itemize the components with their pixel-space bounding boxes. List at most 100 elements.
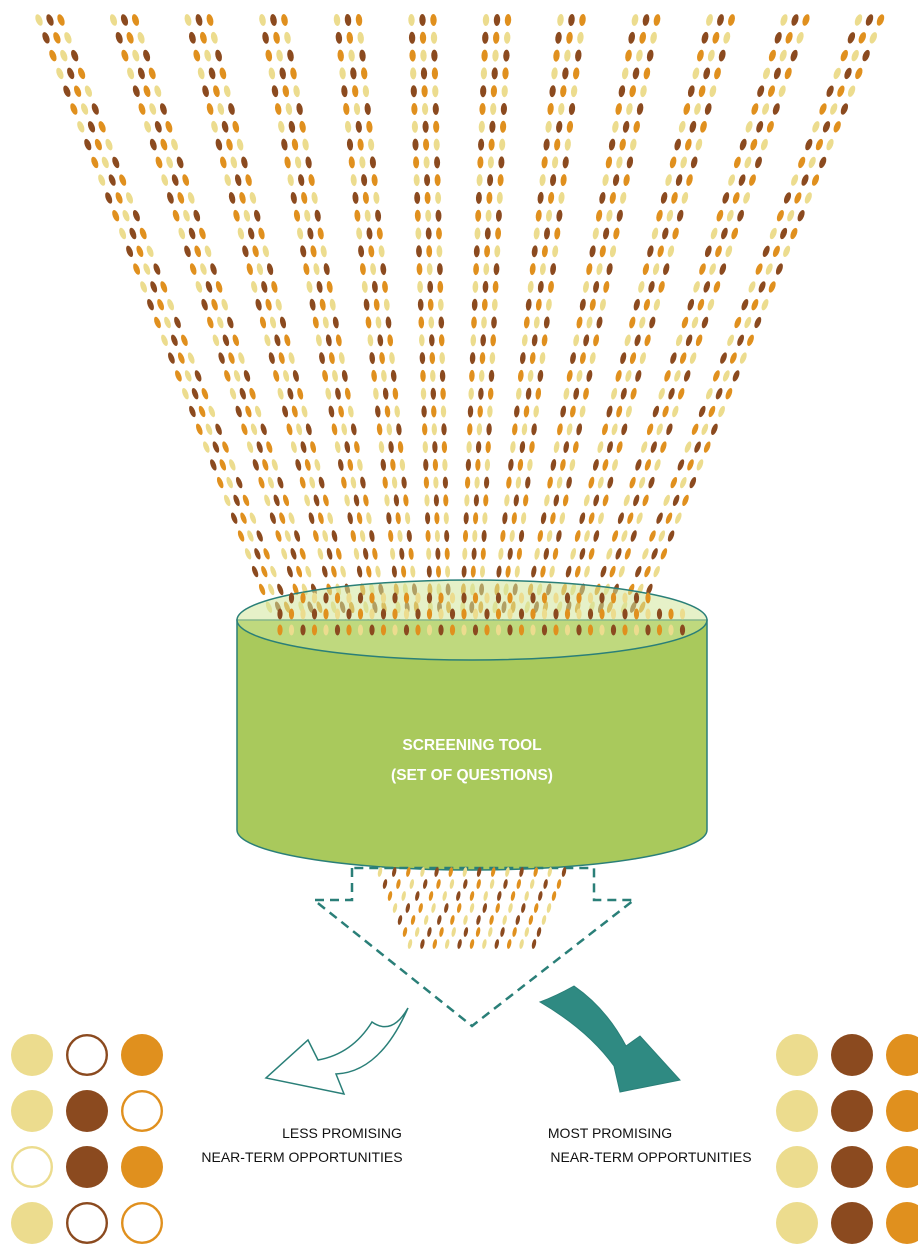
idea-dot (262, 547, 271, 560)
idea-dot (188, 227, 197, 240)
idea-dot (569, 352, 577, 365)
idea-dot (504, 494, 510, 506)
idea-dot (433, 459, 439, 471)
idea-dot (337, 49, 345, 62)
idea-dot (552, 547, 559, 560)
idea-dot (438, 316, 444, 328)
idea-dot (142, 262, 152, 275)
idea-dot (615, 103, 623, 116)
filtered-dot (528, 915, 534, 926)
filtered-dot (426, 927, 432, 938)
idea-dot (41, 31, 51, 44)
idea-dot (311, 191, 319, 204)
idea-dot (435, 192, 441, 204)
idea-dot (778, 49, 788, 62)
idea-dot (240, 156, 249, 169)
idea-dot (143, 120, 152, 133)
filtered-dot (541, 915, 547, 926)
filtered-dot (423, 915, 429, 926)
filtered-dot (481, 939, 487, 950)
idea-dot (176, 191, 185, 204)
idea-dot (223, 85, 232, 98)
idea-dot (531, 245, 538, 258)
idea-dot (226, 316, 235, 329)
idea-dot (702, 280, 711, 293)
idea-dot (533, 405, 540, 418)
idea-dot (546, 476, 553, 489)
idea-dot (498, 548, 504, 560)
idea-dot (740, 298, 750, 311)
idea-dot (118, 227, 128, 240)
idea-dot (642, 14, 650, 27)
filtered-dot (455, 891, 461, 902)
idea-dot (761, 245, 771, 258)
idea-dot (624, 334, 632, 347)
idea-dot (681, 191, 690, 204)
idea-dot (662, 263, 671, 276)
idea-dot (476, 174, 482, 186)
idea-dot (353, 494, 360, 507)
idea-dot (165, 156, 174, 169)
idea-dot (624, 369, 632, 382)
idea-dot (487, 405, 493, 417)
idea-dot (660, 191, 669, 204)
idea-dot (290, 191, 298, 204)
idea-dot (249, 191, 258, 204)
idea-dot (664, 512, 673, 525)
idea-dot (777, 85, 787, 98)
idea-dot (578, 547, 586, 560)
filtered-dot (556, 879, 562, 890)
idea-dot (534, 547, 541, 560)
idea-dot (236, 138, 245, 151)
grid-dot-brown-filled (66, 1146, 108, 1188)
grid-dot-orange-filled (886, 1090, 918, 1132)
idea-dot (331, 370, 338, 383)
idea-dot (441, 423, 447, 435)
idea-dot (207, 405, 216, 418)
idea-dot (294, 156, 302, 169)
idea-dot (293, 209, 301, 222)
idea-dot (611, 458, 619, 471)
idea-dot (474, 476, 480, 488)
filtered-dot (475, 927, 481, 938)
opening-dot (576, 625, 581, 636)
idea-dot (170, 334, 180, 347)
idea-dot (411, 103, 418, 115)
idea-dot (748, 173, 757, 186)
idea-dot (430, 388, 436, 400)
idea-dot (747, 280, 757, 293)
idea-dot (667, 245, 676, 258)
idea-dot (337, 459, 344, 472)
idea-dot (212, 85, 221, 98)
idea-dot (83, 138, 93, 151)
idea-dot (624, 49, 632, 62)
idea-dot (711, 31, 720, 44)
opening-dot (657, 609, 662, 620)
idea-dot (241, 494, 250, 507)
idea-dot (353, 103, 360, 116)
idea-dot (560, 174, 567, 187)
idea-dot (348, 49, 355, 62)
opening-dot (519, 625, 524, 636)
idea-dot (481, 67, 488, 79)
idea-dot (626, 156, 634, 169)
idea-dot (279, 316, 287, 329)
idea-dot (443, 494, 448, 506)
filtered-dot (401, 891, 407, 902)
idea-dot (149, 138, 158, 151)
grid-dot-orange-filled (886, 1034, 918, 1076)
filtered-dot (515, 915, 521, 926)
idea-dot (373, 192, 380, 205)
idea-dot (331, 530, 339, 543)
idea-dot (550, 263, 557, 276)
filtered-dot (506, 939, 512, 950)
idea-dot (385, 316, 392, 328)
idea-dot (786, 209, 796, 222)
idea-dot (553, 441, 560, 454)
idea-dot (260, 280, 268, 293)
filtered-dot (469, 903, 475, 914)
idea-dot (539, 174, 546, 187)
idea-dot (388, 441, 394, 453)
idea-dot (521, 423, 528, 436)
idea-dot (710, 423, 719, 436)
